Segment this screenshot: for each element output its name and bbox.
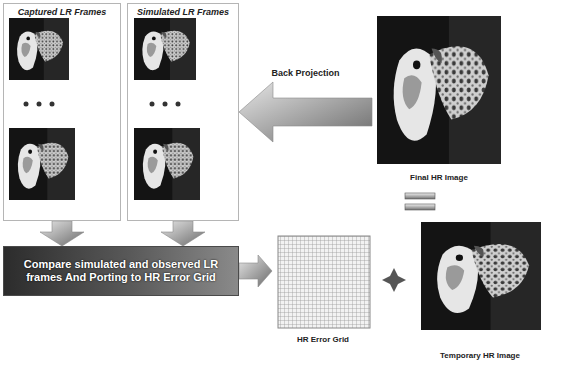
panel-heading: Simulated LR Frames — [137, 7, 229, 17]
image-node: HR Error Grid — [272, 232, 374, 344]
lr-frame-images — [9, 18, 200, 200]
image-caption: Temporary HR Image — [440, 351, 520, 360]
block-arrow — [239, 255, 272, 287]
image-caption: Final HR Image — [410, 173, 468, 182]
box-text: Compare simulated and observed LR frames… — [12, 258, 230, 283]
image-node: Temporary HR Image — [415, 220, 545, 360]
process-box: Compare simulated and observed LR frames… — [3, 246, 239, 296]
block-arrow — [40, 221, 84, 246]
plus-sign — [382, 268, 406, 292]
image-caption: HR Error Grid — [297, 335, 349, 344]
arrow-label: Back Projection — [271, 68, 339, 78]
block-arrow — [161, 221, 205, 246]
frames-panel: Simulated LR Frames — [127, 3, 239, 221]
final-hr-image — [377, 16, 501, 164]
equals-sign — [405, 193, 435, 210]
image-node: Final HR Image — [372, 14, 506, 182]
error-grid — [278, 236, 370, 328]
temporary-hr-image — [421, 222, 541, 330]
frames-panel: Captured LR Frames — [3, 3, 121, 221]
panel-heading: Captured LR Frames — [18, 7, 107, 17]
block-arrow — [239, 82, 372, 142]
